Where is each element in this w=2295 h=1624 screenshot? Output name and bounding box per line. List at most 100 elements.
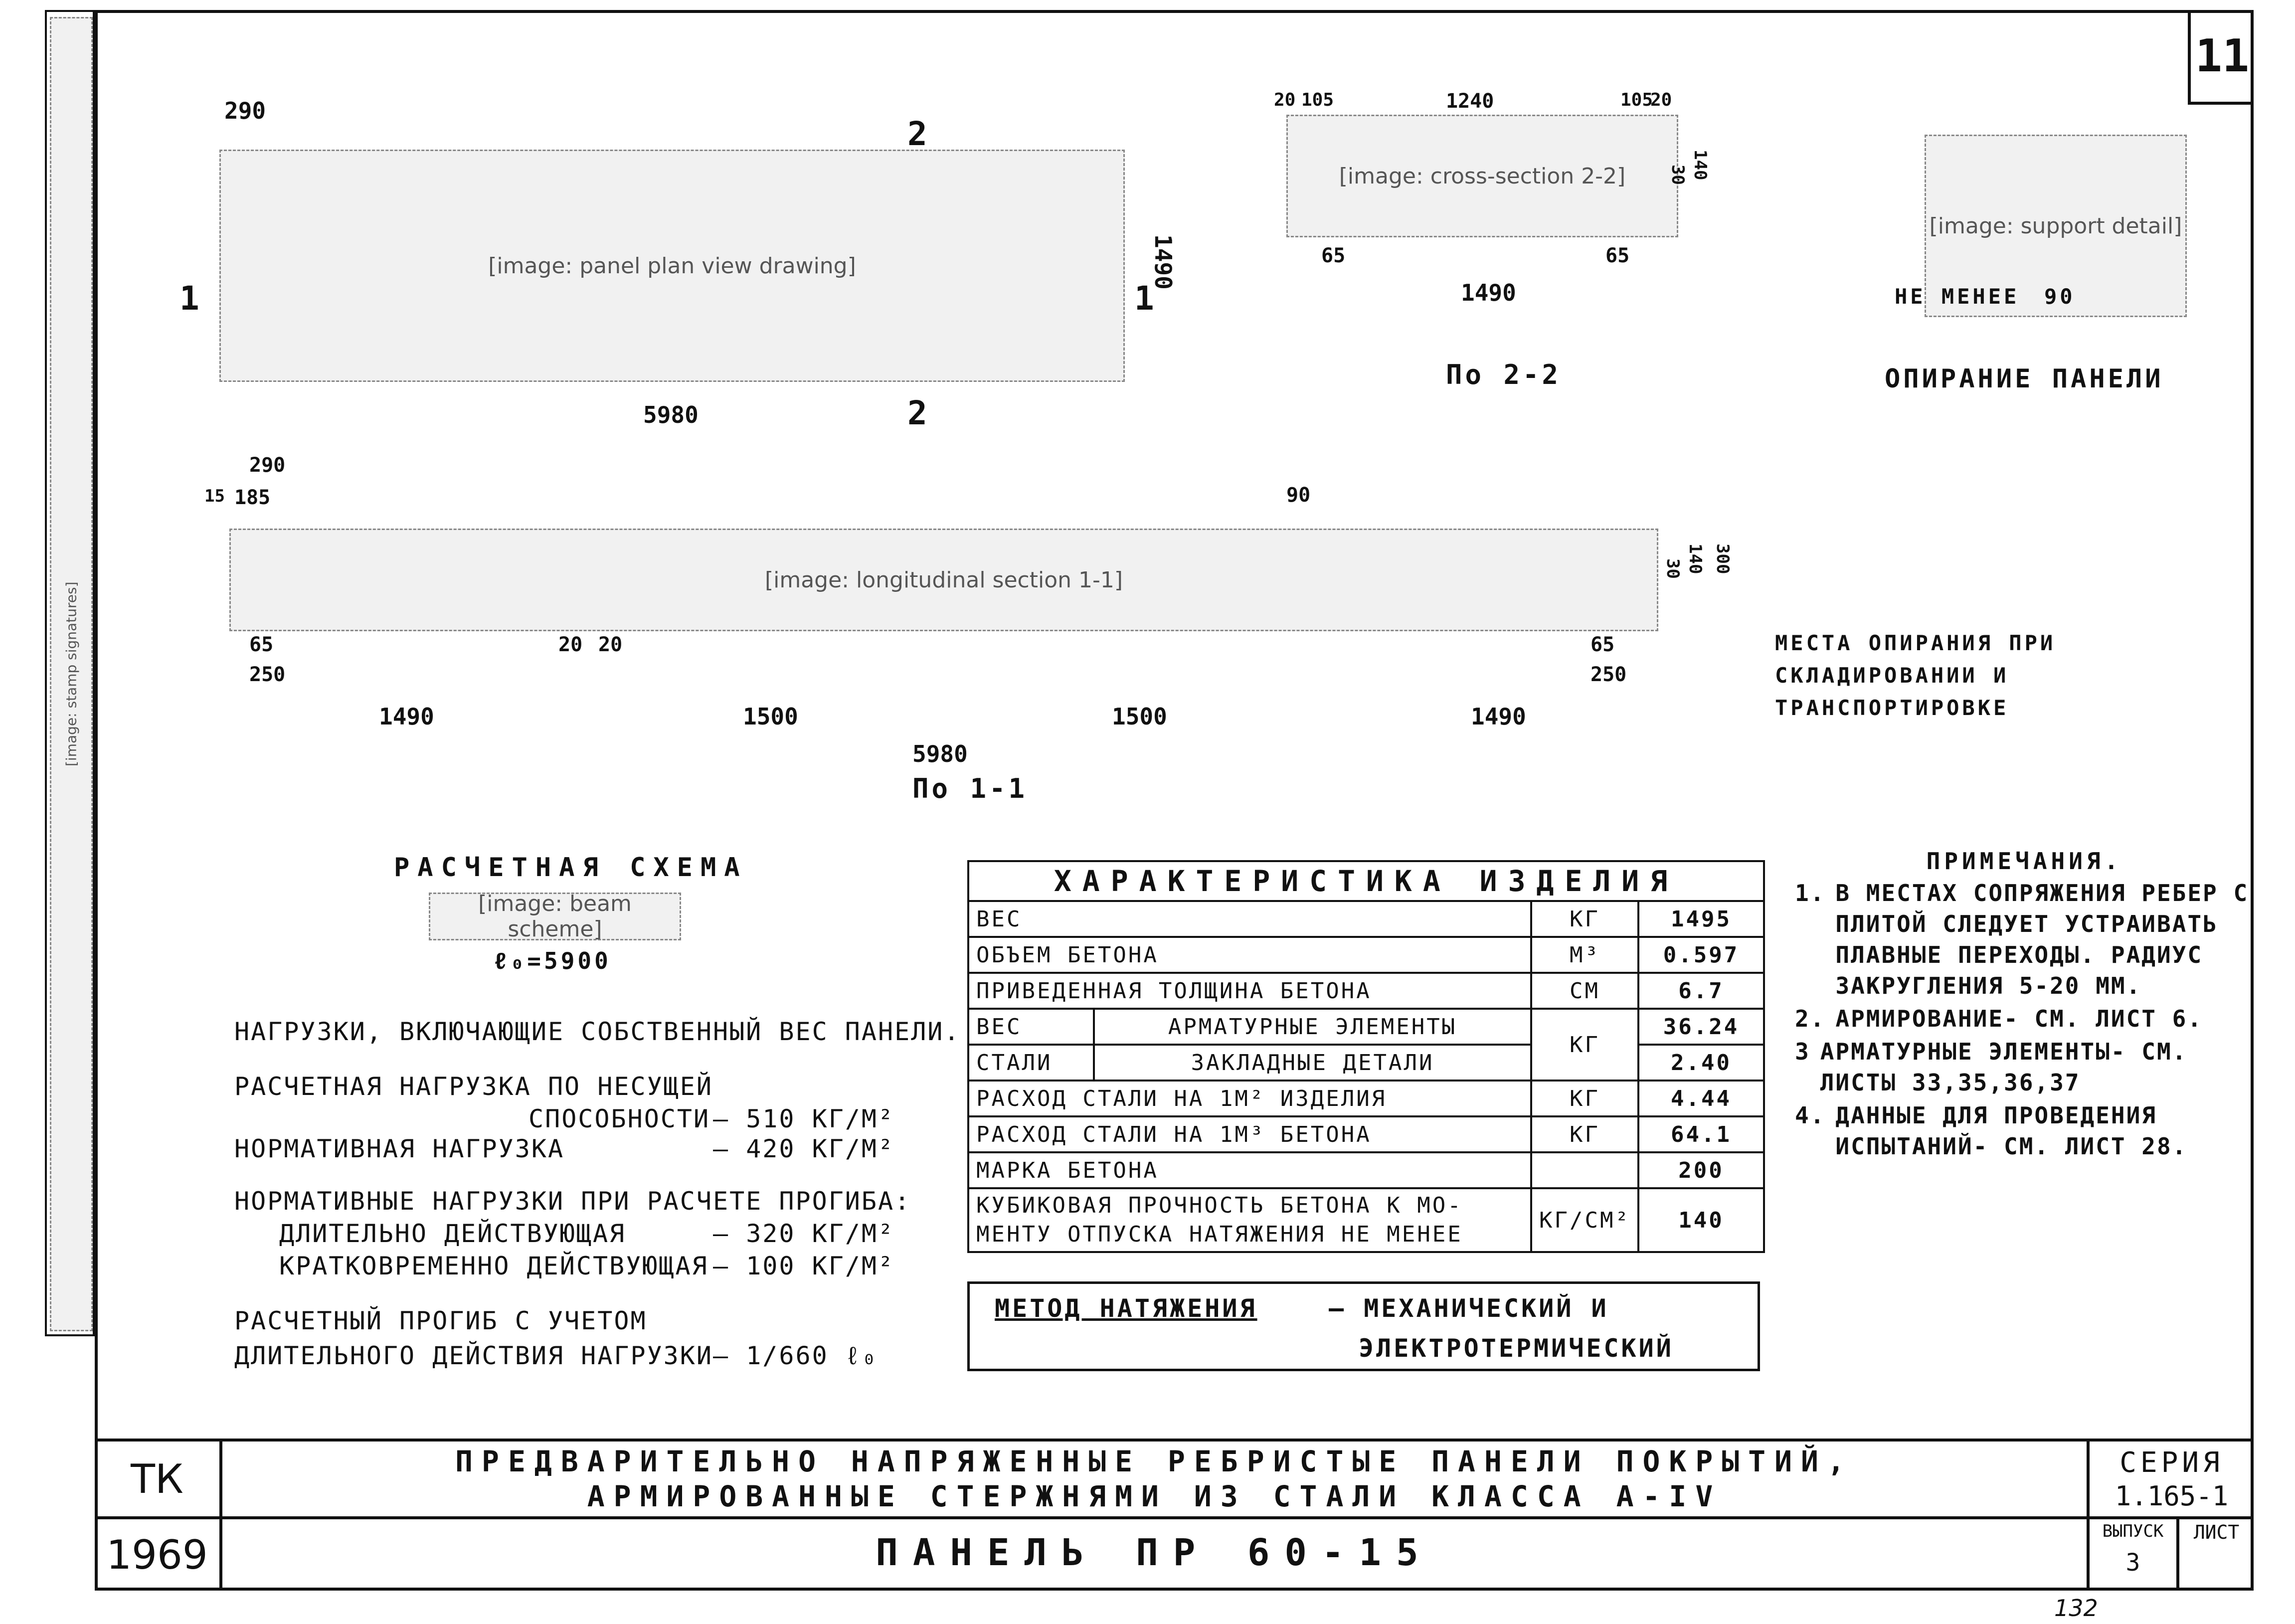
tb-series-label: СЕРИЯ bbox=[2119, 1446, 2224, 1479]
table-row: РАСХОД СТАЛИ НА 1М² ИЗДЕЛИЯ КГ 4.44 bbox=[967, 1080, 1765, 1117]
section-2-2-drawing: [image: cross-section 2-2] bbox=[1286, 115, 1678, 237]
strength-unit: КГ/СМ² bbox=[1530, 1187, 1639, 1253]
row-label: ПРИВЕДЕННАЯ ТОЛЩИНА БЕТОНА bbox=[967, 972, 1533, 1010]
note-text: ДАННЫЕ ДЛЯ ПРОВЕДЕНИЯ ИСПЫТАНИЙ- СМ. ЛИС… bbox=[1835, 1102, 2188, 1160]
support-detail-drawing: [image: support detail] bbox=[1925, 135, 2187, 317]
tension-method-box: МЕТОД НАТЯЖЕНИЯ – МЕХАНИЧЕСКИЙ И ЭЛЕКТРО… bbox=[967, 1281, 1760, 1371]
plan-section-mark-bottom: 2 bbox=[907, 394, 930, 432]
s22-dim-left2: 105 bbox=[1301, 90, 1334, 110]
drawing-frame bbox=[95, 10, 2254, 1591]
table-row: КУБИКОВАЯ ПРОЧНОСТЬ БЕТОНА К МО- МЕНТУ О… bbox=[967, 1187, 1765, 1253]
table-row: ОБЪЕМ БЕТОНА М³ 0.597 bbox=[967, 936, 1765, 974]
plan-dim-length: 5980 bbox=[643, 401, 699, 428]
row-value: 0.597 bbox=[1637, 936, 1765, 974]
row-label: МАРКА БЕТОНА bbox=[967, 1151, 1533, 1189]
plan-section-mark-top: 2 bbox=[907, 115, 930, 153]
loads-heading: НАГРУЗКИ, ВКЛЮЧАЮЩИЕ СОБСТВЕННЫЙ ВЕС ПАН… bbox=[234, 1017, 961, 1046]
s11-dim-h30: 30 bbox=[1663, 558, 1683, 579]
s11-dim-span4: 1490 bbox=[1471, 703, 1526, 730]
note-number: 2. bbox=[1795, 1005, 1826, 1032]
strength-line1: КУБИКОВАЯ ПРОЧНОСТЬ БЕТОНА К МО- bbox=[976, 1193, 1463, 1218]
note-number: 3 bbox=[1795, 1038, 1810, 1065]
note-text: АРМАТУРНЫЕ ЭЛЕМЕНТЫ- СМ. ЛИСТЫ 33,35,36,… bbox=[1820, 1038, 2188, 1096]
s11-dim-span1: 1490 bbox=[379, 703, 434, 730]
section-1-1-drawing: [image: longitudinal section 1-1] bbox=[229, 529, 1658, 631]
loads-deflection-heading: НОРМАТИВНЫЕ НАГРУЗКИ ПРИ РАСЧЕТЕ ПРОГИБА… bbox=[234, 1187, 911, 1216]
table-row: МАРКА БЕТОНА 200 bbox=[967, 1151, 1765, 1189]
loads-long-value: – 320 КГ/М² bbox=[713, 1219, 895, 1248]
panel-plan-drawing: [image: panel plan view drawing] bbox=[219, 150, 1125, 382]
table-row: ВЕС АРМАТУРНЫЕ ЭЛЕМЕНТЫ КГ 36.24 bbox=[967, 1008, 1765, 1082]
method-value-line2: ЭЛЕКТРОТЕРМИЧЕСКИЙ bbox=[1359, 1334, 1674, 1363]
plan-section-mark-left: 1 bbox=[179, 279, 202, 318]
loads-norm-label: НОРМАТИВНАЯ НАГРУЗКА bbox=[234, 1134, 565, 1163]
note-item: 2. АРМИРОВАНИЕ- СМ. ЛИСТ 6. bbox=[1795, 1003, 2254, 1034]
characteristics-title-row: ХАРАКТЕРИСТИКА ИЗДЕЛИЯ bbox=[967, 860, 1765, 902]
steel-label-b: СТАЛИ bbox=[967, 1044, 1095, 1082]
steel-val2: 2.40 bbox=[1637, 1044, 1765, 1082]
row-unit: КГ bbox=[1530, 900, 1639, 938]
callout-line-3: ТРАНСПОРТИРОВКЕ bbox=[1775, 696, 2009, 720]
tb-issue-label: ВЫПУСК bbox=[2102, 1521, 2164, 1541]
loads-sag-line1: РАСЧЕТНЫЙ ПРОГИБ С УЧЕТОМ bbox=[234, 1306, 647, 1335]
row-unit: СМ bbox=[1530, 972, 1639, 1010]
title-block: ТК 1969 ПРЕДВАРИТЕЛЬНО НАПРЯЖЕННЫЕ РЕБРИ… bbox=[95, 1439, 2254, 1594]
notes-block: ПРИМЕЧАНИЯ. 1. В МЕСТАХ СОПРЯЖЕНИЯ РЕБЕР … bbox=[1795, 848, 2254, 1164]
s11-dim-span2: 1500 bbox=[743, 703, 798, 730]
note-text: В МЕСТАХ СОПРЯЖЕНИЯ РЕБЕР С ПЛИТОЙ СЛЕДУ… bbox=[1835, 880, 2249, 999]
note-text: АРМИРОВАНИЕ- СМ. ЛИСТ 6. bbox=[1835, 1005, 2203, 1032]
s22-dim-h1: 30 bbox=[1668, 165, 1688, 185]
note-item: 4. ДАННЫЕ ДЛЯ ПРОВЕДЕНИЯ ИСПЫТАНИЙ- СМ. Л… bbox=[1795, 1100, 2254, 1162]
loads-design-line2: СПОСОБНОСТИ bbox=[529, 1104, 710, 1133]
row-unit: М³ bbox=[1530, 936, 1639, 974]
note-number: 1. bbox=[1795, 880, 1826, 906]
steel-sub2: ЗАКЛАДНЫЕ ДЕТАЛИ bbox=[1092, 1044, 1533, 1082]
callout-line-2: СКЛАДИРОВАНИИ И bbox=[1775, 663, 2009, 688]
loads-design-line1: РАСЧЕТНАЯ НАГРУЗКА ПО НЕСУЩЕЙ bbox=[234, 1072, 713, 1101]
characteristics-table: ХАРАКТЕРИСТИКА ИЗДЕЛИЯ ВЕС КГ 1495 ОБЪЕМ… bbox=[967, 860, 1765, 1253]
row-unit bbox=[1530, 1151, 1639, 1189]
strength-line2: МЕНТУ ОТПУСКА НАТЯЖЕНИЯ НЕ МЕНЕЕ bbox=[976, 1222, 1463, 1247]
s11-dim-250-right: 250 bbox=[1590, 663, 1627, 686]
table-row: СТАЛИ ЗАКЛАДНЫЕ ДЕТАЛИ 2.40 bbox=[967, 1044, 1765, 1082]
tb-series-value: 1.165-1 bbox=[2115, 1480, 2229, 1512]
tb-year: 1969 bbox=[106, 1532, 208, 1578]
loads-short-label: КРАТКОВРЕМЕННО ДЕЙСТВУЮЩАЯ bbox=[279, 1252, 708, 1280]
sheet-number: 11 bbox=[2188, 10, 2254, 105]
side-stamp-strip: [image: stamp signatures] bbox=[45, 10, 95, 1336]
s22-dim-right2: 20 bbox=[1650, 90, 1672, 110]
steel-val1: 36.24 bbox=[1637, 1008, 1765, 1046]
section-2-2-caption: По 2-2 bbox=[1446, 359, 1562, 390]
row-value: 1495 bbox=[1637, 900, 1765, 938]
s22-dim-right: 105 bbox=[1620, 90, 1653, 110]
s22-dim-rib-right: 65 bbox=[1605, 244, 1630, 267]
tb-divider bbox=[219, 1442, 222, 1591]
tb-divider bbox=[2176, 1519, 2179, 1591]
row-label: ВЕС bbox=[967, 900, 1533, 938]
calc-scheme-span: ℓ₀=5900 bbox=[494, 947, 611, 974]
tb-org: ТК bbox=[131, 1455, 183, 1502]
s11-dim-290: 290 bbox=[249, 454, 286, 477]
callout-line-1: МЕСТА ОПИРАНИЯ ПРИ bbox=[1775, 631, 2056, 655]
s22-dim-rib: 65 bbox=[1321, 244, 1346, 267]
row-label: РАСХОД СТАЛИ НА 1М³ БЕТОНА bbox=[967, 1115, 1533, 1153]
note-number: 4. bbox=[1795, 1102, 1826, 1129]
notes-title: ПРИМЕЧАНИЯ. bbox=[1926, 848, 2122, 875]
loads-norm-value: – 420 КГ/М² bbox=[713, 1134, 895, 1163]
tb-row-divider bbox=[95, 1516, 2254, 1519]
section-1-1-caption: По 1-1 bbox=[912, 773, 1028, 804]
row-unit: КГ bbox=[1530, 1080, 1639, 1117]
s11-dim-65-right: 65 bbox=[1590, 633, 1615, 656]
loads-long-label: ДЛИТЕЛЬНО ДЕЙСТВУЮЩАЯ bbox=[279, 1219, 626, 1248]
s22-dim-width: 1490 bbox=[1461, 279, 1516, 306]
s22-dim-left: 20 bbox=[1274, 90, 1296, 110]
s11-dim-h140: 140 bbox=[1685, 543, 1705, 574]
steel-unit: КГ bbox=[1530, 1008, 1639, 1082]
tb-panel-name: ПАНЕЛЬ ПР 60-15 bbox=[876, 1531, 1433, 1574]
loads-short-value: – 100 КГ/М² bbox=[713, 1252, 895, 1280]
tb-title-line1: ПРЕДВАРИТЕЛЬНО НАПРЯЖЕННЫЕ РЕБРИСТЫЕ ПАН… bbox=[455, 1444, 1854, 1478]
table-row: ВЕС КГ 1495 bbox=[967, 900, 1765, 938]
tb-divider bbox=[2087, 1442, 2090, 1591]
s11-dim-90: 90 bbox=[1286, 484, 1311, 507]
steel-sub1: АРМАТУРНЫЕ ЭЛЕМЕНТЫ bbox=[1092, 1008, 1533, 1046]
